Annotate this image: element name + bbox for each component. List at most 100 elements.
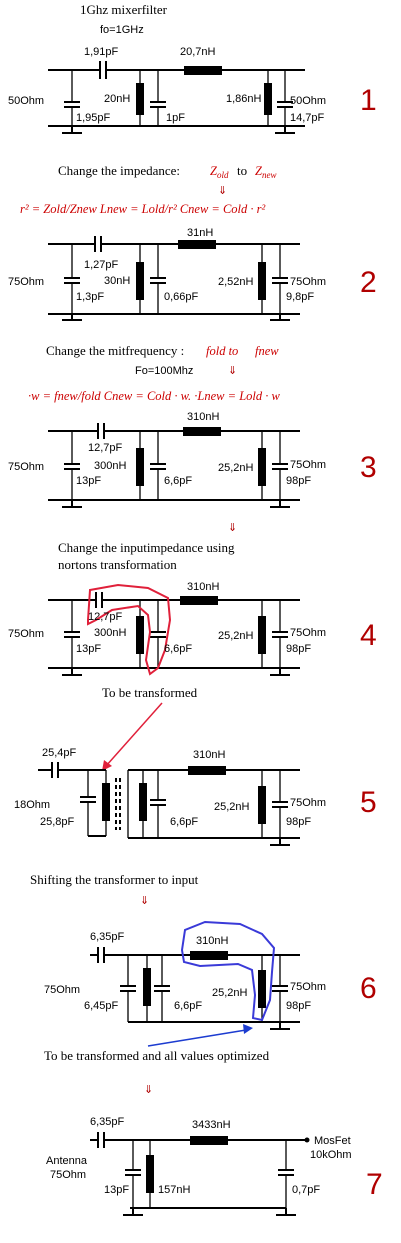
s4-c-series-label: 12,7pF	[88, 611, 123, 623]
t34-line2: nortons transformation	[58, 557, 177, 572]
s6-source-label: 75Ohm	[44, 984, 80, 996]
s1-c-series-label: 1,91pF	[84, 46, 119, 58]
s5-load-label: 75Ohm	[290, 797, 326, 809]
s1-source-label: 50Ohm	[8, 95, 44, 107]
s4-source-label: 75Ohm	[8, 628, 44, 640]
s6-c-mid-label: 6,6pF	[174, 1000, 202, 1012]
t23-text: Change the mitfrequency :	[46, 343, 184, 358]
blue-arrow-head-icon	[243, 1024, 253, 1034]
s2-l-in-label: 30nH	[104, 275, 130, 287]
s1-load-label: 50Ohm	[290, 95, 326, 107]
s2-l-series-label: 31nH	[187, 227, 213, 239]
s4-load-label: 75Ohm	[290, 627, 326, 639]
down-arrow-icon: ⇓	[218, 184, 227, 197]
t23-fo: Fo=100Mhz	[135, 365, 193, 377]
s4-l-out-label: 25,2nH	[218, 630, 254, 642]
s2-source-label: 75Ohm	[8, 276, 44, 288]
s7-load-line1: MosFet	[314, 1135, 351, 1147]
t34-line1: Change the inputimpedance using	[58, 540, 235, 555]
s5-c-mid-label: 6,6pF	[170, 816, 198, 828]
stage7-circuit	[90, 1132, 310, 1216]
s2-l-out-label: 2,52nH	[218, 276, 254, 288]
down-arrow-icon: ⇓	[140, 894, 149, 907]
s3-l-series-label: 310nH	[187, 411, 219, 423]
s5-c-out-label: 98pF	[286, 816, 311, 828]
s4-c-out-label: 98pF	[286, 643, 311, 655]
stage7-number: 7	[366, 1168, 383, 1201]
stage1-number: 1	[360, 84, 377, 117]
stage5-circuit	[38, 762, 300, 846]
s5-l-out-label: 25,2nH	[214, 801, 250, 813]
s4-l-series-label: 310nH	[187, 581, 219, 593]
s2-c-out-label: 9,8pF	[286, 291, 314, 303]
t12-text: Change the impedance:	[58, 163, 180, 178]
stage1-fo: fo=1GHz	[100, 24, 144, 36]
s1-c-out-label: 14,7pF	[290, 112, 325, 124]
diagram-title: 1Ghz mixerfilter	[80, 2, 168, 17]
s5-c-in-label: 25,8pF	[40, 816, 75, 828]
stage4-circuit	[48, 592, 300, 676]
s2-c-series-label: 1,27pF	[84, 259, 119, 271]
s7-load-line2: 10kOhm	[310, 1149, 352, 1161]
t23-fold: fold to	[206, 344, 238, 358]
s5-l-series-label: 310nH	[193, 749, 225, 761]
s1-c-mid-label: 1pF	[166, 112, 185, 124]
t12-to: to	[237, 163, 247, 178]
s6-load-label: 75Ohm	[290, 981, 326, 993]
s6-c-series-label: 6,35pF	[90, 931, 125, 943]
s7-c-in-label: 13pF	[104, 1184, 129, 1196]
s1-l-in-label: 20nH	[104, 93, 130, 105]
s3-load-label: 75Ohm	[290, 459, 326, 471]
s6-l-series-label: 310nH	[196, 935, 228, 947]
t23-formula: ·w = fnew/fold Cnew = Cold · w. ·Lnew = …	[28, 389, 280, 403]
s3-c-mid-label: 6,6pF	[164, 475, 192, 487]
s5-source-label: 18Ohm	[14, 799, 50, 811]
s1-l-series-label: 20,7nH	[180, 46, 216, 58]
s7-source-line2: 75Ohm	[50, 1169, 86, 1181]
stage6-circuit	[90, 947, 300, 1030]
t12-formula: r² = Zold/Znew Lnew = Lold/r² Cnew = Col…	[20, 202, 266, 216]
s3-l-in-label: 300nH	[94, 460, 126, 472]
s1-c-in-label: 1,95pF	[76, 112, 111, 124]
t23-fnew: fnew	[255, 344, 279, 358]
s5-c-series-label: 25,4pF	[42, 747, 77, 759]
stage5-number: 5	[360, 786, 377, 819]
t56-text: Shifting the transformer to input	[30, 872, 199, 887]
stage3-number: 3	[360, 451, 377, 484]
stage4-number: 4	[360, 619, 377, 652]
stage2-number: 2	[360, 266, 377, 299]
s7-c-series-label: 6,35pF	[90, 1116, 125, 1128]
s6-l-out-label: 25,2nH	[212, 987, 248, 999]
s7-source-line1: Antenna	[46, 1155, 88, 1167]
s3-c-in-label: 13pF	[76, 475, 101, 487]
transform-highlight-red	[87, 583, 172, 676]
t12-znew: Znew	[255, 164, 276, 180]
s4-note: To be transformed	[102, 685, 198, 700]
down-arrow-icon: ⇓	[228, 521, 237, 534]
s4-c-in-label: 13pF	[76, 643, 101, 655]
s3-c-out-label: 98pF	[286, 475, 311, 487]
stage3-circuit	[48, 423, 300, 508]
s3-source-label: 75Ohm	[8, 461, 44, 473]
red-arrow-head-icon	[102, 760, 112, 771]
s6-note: To be transformed and all values optimiz…	[44, 1048, 270, 1063]
stage2-circuit	[48, 236, 300, 321]
s1-l-out-label: 1,86nH	[226, 93, 262, 105]
s3-l-out-label: 25,2nH	[218, 462, 254, 474]
down-arrow-icon: ⇓	[228, 364, 237, 377]
t12-zold: Zold	[210, 164, 229, 180]
s2-c-mid-label: 0,66pF	[164, 291, 199, 303]
transform-highlight-blue	[180, 920, 276, 1022]
s4-l-in-label: 300nH	[94, 627, 126, 639]
s2-load-label: 75Ohm	[290, 276, 326, 288]
s3-c-series-label: 12,7pF	[88, 442, 123, 454]
s4-c-mid-label: 6,6pF	[164, 643, 192, 655]
s7-l-in-label: 157nH	[158, 1184, 190, 1196]
s7-l-series-label: 3433nH	[192, 1119, 231, 1131]
s2-c-in-label: 1,3pF	[76, 291, 104, 303]
s7-c-out-label: 0,7pF	[292, 1184, 320, 1196]
stage1-circuit	[48, 61, 305, 134]
blue-arrow-line	[147, 1029, 247, 1047]
